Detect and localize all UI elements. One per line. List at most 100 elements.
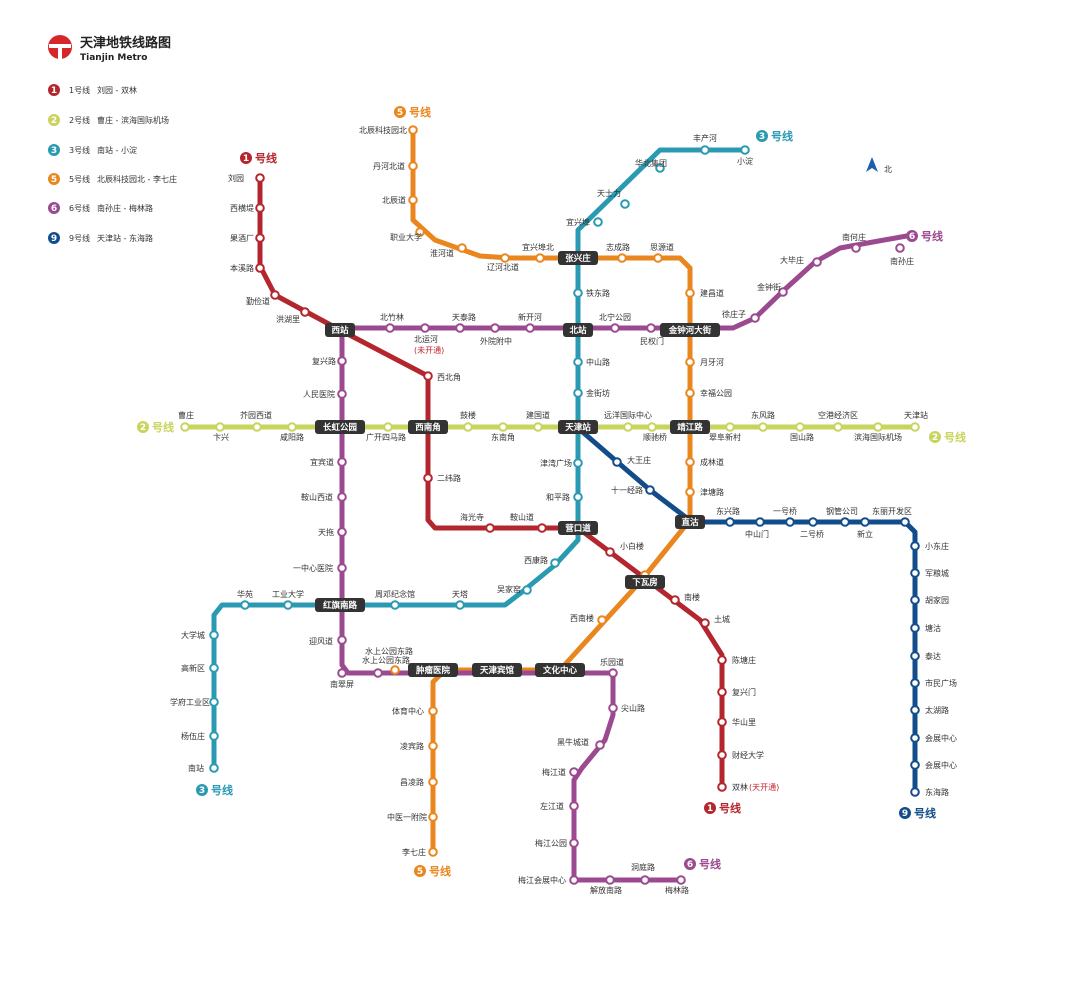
station: 天士力 xyxy=(597,188,630,209)
station-label: 梅林路 xyxy=(665,885,689,895)
transfer-label: 下瓦房 xyxy=(632,577,658,588)
station-label: 二号桥 xyxy=(800,529,824,539)
station-label: 二纬路 xyxy=(437,473,461,483)
station: 民权门 xyxy=(640,323,664,346)
station-label: 华北集团 xyxy=(635,158,667,168)
station-dot xyxy=(383,422,393,432)
terminal-badge xyxy=(684,858,696,870)
station-dot xyxy=(337,635,347,645)
legend-line-badge xyxy=(48,232,60,244)
station-label: 黑牛城道 xyxy=(557,737,589,747)
station-dot xyxy=(337,492,347,502)
station-label: 华苑 xyxy=(237,589,253,599)
station-label: 解放南路 xyxy=(590,885,622,895)
station-dot xyxy=(778,287,788,297)
station: 丹河北道 xyxy=(373,161,418,171)
transfer-station: 金钟河大街 xyxy=(660,323,720,337)
transfer-badge xyxy=(558,251,598,265)
station-label: 远洋国际中心 xyxy=(604,410,652,420)
station-note: (未开通) xyxy=(414,345,444,355)
station-label: 翠阜新村 xyxy=(709,432,741,442)
transfer-label: 金钟河大街 xyxy=(668,325,712,336)
legend-line-name: 1号线 xyxy=(69,85,90,95)
station-dot xyxy=(612,457,622,467)
station-label: 水上公园东路 xyxy=(365,646,413,656)
station-label: 东海路 xyxy=(925,787,949,797)
station: 铁东路 xyxy=(573,288,610,298)
transfer-station: 直沽 xyxy=(675,515,705,529)
station: 本溪路 xyxy=(230,263,265,273)
station: 北宁公园 xyxy=(599,312,631,333)
station: 天塔 xyxy=(452,589,468,610)
transfer-badge xyxy=(325,323,355,337)
station-dot xyxy=(569,838,579,848)
terminal-number: 2 xyxy=(932,433,938,443)
station-dot xyxy=(910,595,920,605)
station-label: 鞍山西道 xyxy=(301,492,333,502)
station-label: 梅江公园 xyxy=(535,838,567,848)
station-dot xyxy=(209,731,219,741)
station: 南何庄 xyxy=(842,232,866,253)
station-dot xyxy=(428,847,438,857)
terminal-suffix: 号线 xyxy=(429,864,451,878)
station-label: 钢管公司 xyxy=(826,506,858,516)
station: 成林道 xyxy=(685,457,724,467)
station-label: 大王庄 xyxy=(627,455,651,465)
station: 外院附中 xyxy=(480,323,512,346)
station: 广开四马路 xyxy=(366,422,406,442)
station: 新立 xyxy=(857,517,873,539)
station-dot xyxy=(608,668,618,678)
station-label: 吴家窑 xyxy=(497,584,521,594)
station-label: 周邓纪念馆 xyxy=(375,589,415,599)
station: 泰达 xyxy=(910,651,941,661)
station-dot xyxy=(300,307,310,317)
legend-line-route: 南站 - 小淀 xyxy=(97,145,137,155)
station: 学府工业区 xyxy=(170,697,219,707)
station-label: 左江道 xyxy=(540,801,564,811)
transfer-station: 红旗南路 xyxy=(315,598,365,612)
station-dot xyxy=(610,323,620,333)
terminal-suffix: 号线 xyxy=(409,105,431,119)
transfer-station: 肿瘤医院 xyxy=(408,663,458,677)
terminal-suffix: 号线 xyxy=(944,430,966,444)
station-label: 小白楼 xyxy=(620,541,644,551)
station-dot xyxy=(423,371,433,381)
terminal-suffix: 号线 xyxy=(771,129,793,143)
station-label: 宜兴埠北 xyxy=(522,242,554,252)
legend-line-number: 6 xyxy=(51,204,57,214)
terminal-number: 6 xyxy=(909,232,915,242)
station-dot xyxy=(645,485,655,495)
station: 宜兴埠北 xyxy=(522,242,554,263)
transfer-label: 靖江路 xyxy=(677,422,703,433)
station-dot xyxy=(910,733,920,743)
station-label: 复兴路 xyxy=(312,356,336,366)
station-dot xyxy=(550,558,560,568)
transfer-label: 西南角 xyxy=(415,422,441,433)
station-label: 泰达 xyxy=(925,651,941,661)
transfer-label: 长虹公园 xyxy=(323,422,357,433)
station: 华苑 xyxy=(237,589,253,610)
legend-line-route: 曹庄 - 滨海国际机场 xyxy=(97,115,169,125)
station-dot xyxy=(640,875,650,885)
station-dot xyxy=(573,458,583,468)
station-dot xyxy=(373,668,383,678)
station: 高新区 xyxy=(181,663,219,673)
station-dot xyxy=(910,760,920,770)
station-label: 会展中心 xyxy=(925,760,957,770)
station-label: 广开四马路 xyxy=(366,432,406,442)
station-label: 天塔 xyxy=(452,589,468,599)
station-label: 滨海国际机场 xyxy=(854,432,902,442)
legend-line-badge xyxy=(48,173,60,185)
station-label: 金街坊 xyxy=(586,388,610,398)
station-dot xyxy=(390,600,400,610)
station-label: 太湖路 xyxy=(925,705,949,715)
station: 小淀 xyxy=(737,145,753,166)
station: 左江道 xyxy=(540,801,579,811)
station: 南楼 xyxy=(670,592,700,605)
